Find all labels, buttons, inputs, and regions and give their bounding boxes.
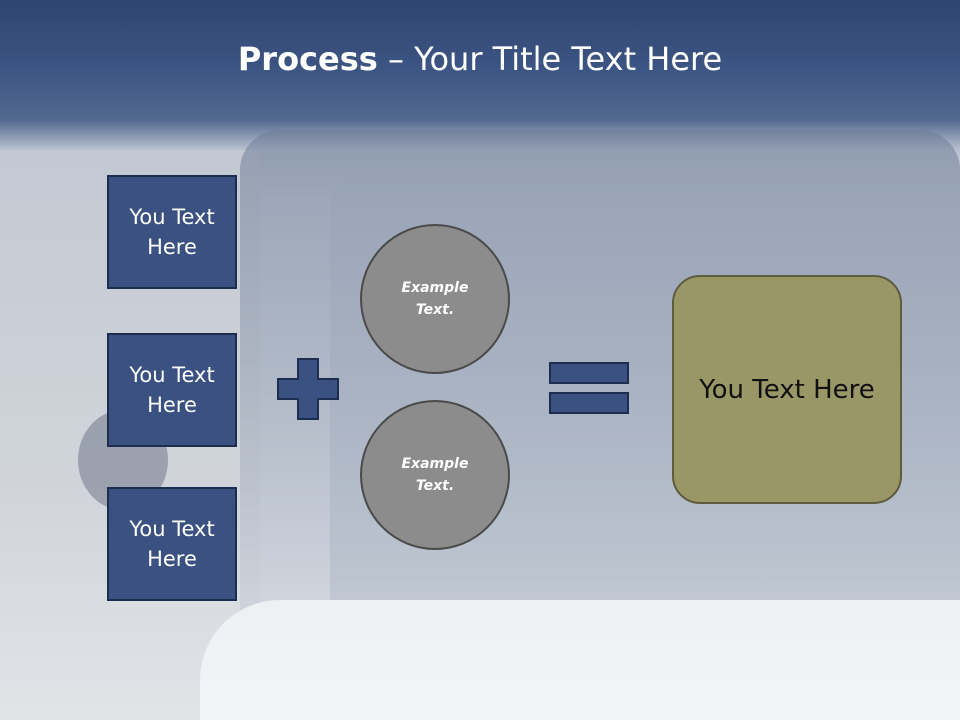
- title-bold: Process: [237, 40, 378, 78]
- input-box-2: You Text Here: [107, 333, 237, 447]
- example-circle-2-label: Example Text.: [401, 455, 469, 494]
- result-box: You Text Here: [672, 275, 902, 504]
- background-hood: [200, 600, 960, 720]
- equals-icon: [549, 362, 629, 414]
- title-rest: – Your Title Text Here: [377, 40, 723, 78]
- input-box-1: You Text Here: [107, 175, 237, 289]
- example-circle-1-label: Example Text.: [401, 279, 469, 318]
- example-circle-1: Example Text.: [360, 224, 510, 374]
- plus-icon: [277, 358, 339, 420]
- example-circle-2: Example Text.: [360, 400, 510, 550]
- input-box-3: You Text Here: [107, 487, 237, 601]
- slide-title: Process – Your Title Text Here: [0, 40, 960, 78]
